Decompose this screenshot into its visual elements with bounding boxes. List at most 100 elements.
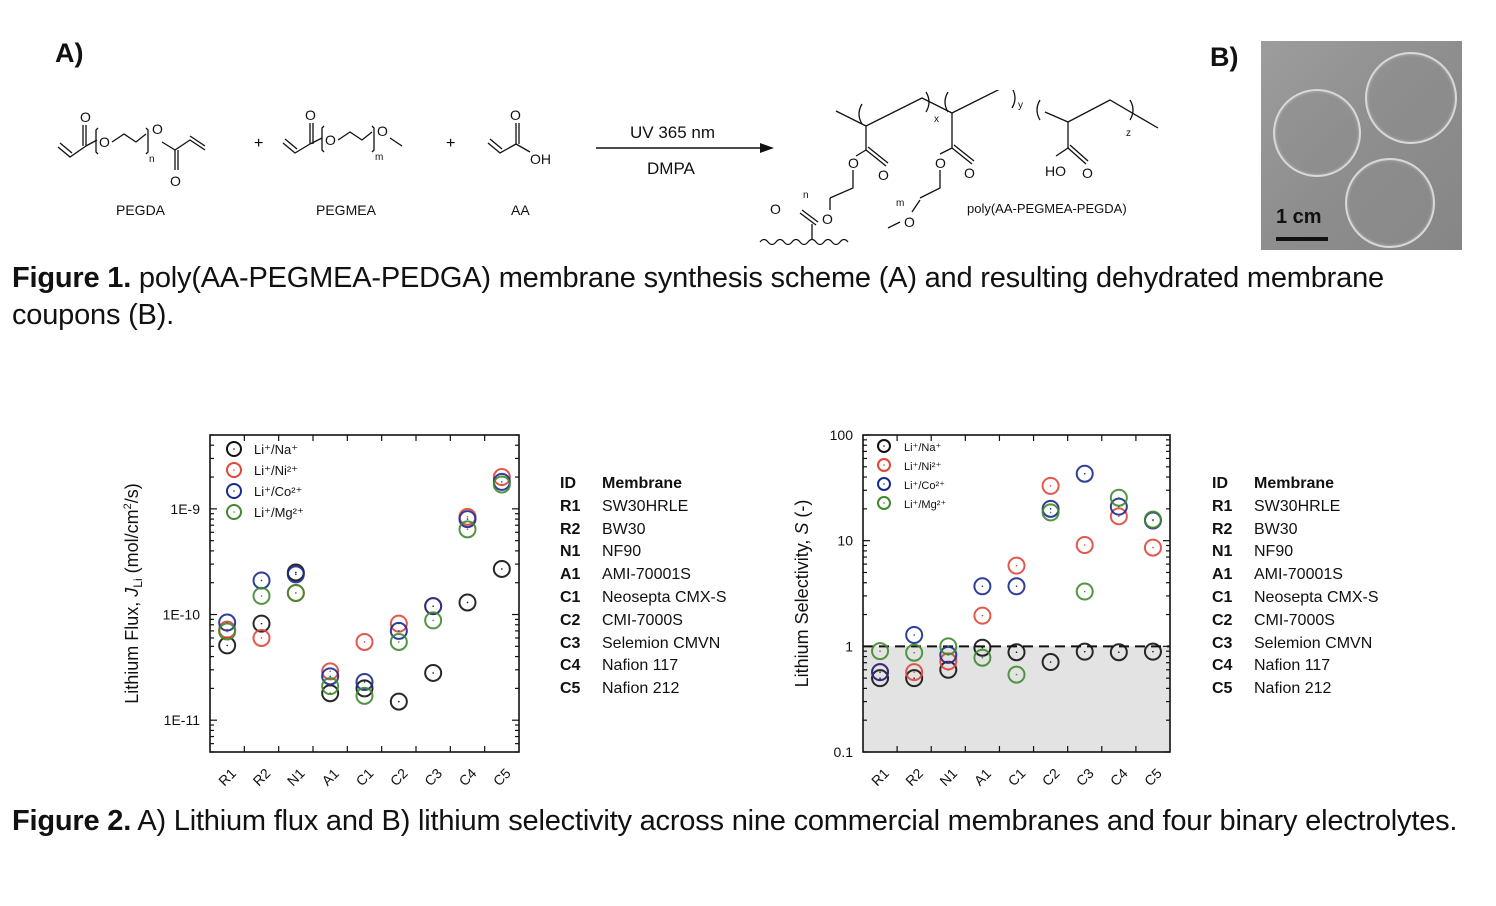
- data-point-a1: [973, 638, 992, 657]
- membrane-id: N1: [1212, 543, 1233, 561]
- data-point-c2: [389, 621, 408, 640]
- membrane-id: A1: [560, 566, 581, 584]
- shaded-region-below-1: [863, 646, 1170, 752]
- legend-label: Li⁺/Mg²⁺: [904, 499, 946, 511]
- plot-frame: [209, 434, 520, 753]
- svg-text:OH: OH: [530, 151, 551, 167]
- x-tick-label-c3: C3: [1073, 765, 1097, 789]
- product-structure: [799, 90, 1159, 240]
- data-point-center: [466, 528, 469, 531]
- data-point-center: [260, 637, 263, 639]
- data-point-r2: [252, 614, 271, 633]
- data-point-a1: [973, 648, 992, 667]
- x-tick-label-c4: C4: [1107, 765, 1131, 789]
- data-point-a1: [973, 577, 992, 596]
- legend-label: Li⁺/Na⁺: [904, 442, 941, 454]
- data-point-center: [329, 685, 331, 687]
- legend-marker-icon: [877, 458, 891, 472]
- legend-marker-center: [233, 448, 235, 450]
- scale-bar: [1276, 237, 1328, 241]
- table-header: ID Membrane: [560, 473, 727, 496]
- data-point-center: [1083, 472, 1086, 475]
- data-point-center: [432, 605, 434, 607]
- data-point-r2: [905, 669, 924, 688]
- svg-text:y: y: [1018, 100, 1023, 111]
- series-co: [218, 472, 511, 691]
- data-point-center: [260, 595, 263, 597]
- svg-text:O: O: [99, 134, 110, 150]
- x-tick-label-r2: R2: [902, 765, 926, 789]
- membrane-name: NF90: [602, 543, 642, 561]
- y-tick-label: 1E-9: [170, 501, 200, 517]
- y-axis-label: Lithium Selectivity, S (-): [792, 500, 812, 688]
- data-point-c4: [1109, 643, 1128, 662]
- membrane-id: C5: [560, 680, 581, 698]
- data-point-center: [1083, 590, 1086, 593]
- legend-label: Li⁺/Co²⁺: [254, 484, 302, 499]
- legend-marker-icon: [877, 477, 891, 491]
- svg-text:m: m: [896, 198, 904, 209]
- membrane-coupons-photo: 1 cm: [1261, 41, 1462, 250]
- figure-2-caption-label: Figure 2.: [12, 805, 132, 837]
- data-point-center: [432, 619, 434, 622]
- data-point-n1: [286, 565, 305, 584]
- data-point-c3: [424, 611, 443, 630]
- pegmea-structure: [282, 123, 403, 154]
- data-point-c2: [389, 632, 408, 651]
- data-point-c1: [355, 632, 374, 651]
- membrane-id: C3: [560, 634, 581, 652]
- svg-text:O: O: [510, 107, 521, 123]
- membrane-name: NF90: [1254, 543, 1294, 561]
- aa-structure: [487, 123, 531, 154]
- data-point-center: [1118, 651, 1120, 653]
- membrane-id: C2: [1212, 611, 1233, 629]
- header-id: ID: [1212, 475, 1228, 492]
- data-point-r2: [905, 643, 924, 662]
- data-point-center: [329, 675, 331, 678]
- data-point-c3: [1075, 582, 1094, 601]
- figure-1-caption-text: poly(AA-PEGMEA-PEDGA) membrane synthesis…: [12, 262, 1384, 331]
- x-tick-label-c5: C5: [490, 765, 514, 789]
- header-id: ID: [560, 475, 576, 492]
- header-membrane: Membrane: [1254, 475, 1335, 492]
- svg-text:O: O: [325, 132, 336, 148]
- x-tick-label-n1: N1: [936, 765, 960, 789]
- legend-marker-center: [883, 445, 885, 447]
- data-point-c4: [458, 520, 477, 539]
- membrane-name: SW30HRLE: [1254, 497, 1341, 515]
- svg-text:O: O: [80, 109, 91, 125]
- membrane-id: R1: [560, 497, 581, 515]
- aa-label: AA: [511, 202, 530, 218]
- membrane-id: C1: [1212, 588, 1233, 606]
- data-point-center: [913, 677, 915, 679]
- data-point-c2: [1041, 503, 1060, 522]
- x-tick-label-c5: C5: [1141, 765, 1165, 789]
- legend-label: Li⁺/Ni²⁺: [904, 461, 941, 473]
- data-point-center: [329, 670, 331, 673]
- svg-text:O: O: [170, 173, 181, 189]
- plot-frame: [862, 434, 1171, 753]
- membrane-name: BW30: [1254, 520, 1298, 538]
- membrane-name: Neosepta CMX-S: [602, 588, 727, 606]
- svg-text:n: n: [803, 190, 809, 201]
- x-tick-label-n1: N1: [284, 765, 308, 789]
- data-point-r1: [871, 663, 890, 682]
- synthesis-scheme: OOO On + OOO m + OOH UV 365 nm DMPA: [57, 90, 1159, 246]
- data-point-center: [1152, 518, 1154, 521]
- data-point-c4: [1109, 497, 1128, 516]
- membrane-id: C4: [1212, 657, 1233, 675]
- legend-label: Li⁺/Co²⁺: [904, 480, 945, 492]
- y-tick-label: 1: [845, 638, 853, 654]
- data-point-c4: [458, 593, 477, 612]
- membrane-coupon: [1345, 158, 1435, 248]
- figure-2-caption-text: A) Lithium flux and B) lithium selectivi…: [131, 805, 1458, 837]
